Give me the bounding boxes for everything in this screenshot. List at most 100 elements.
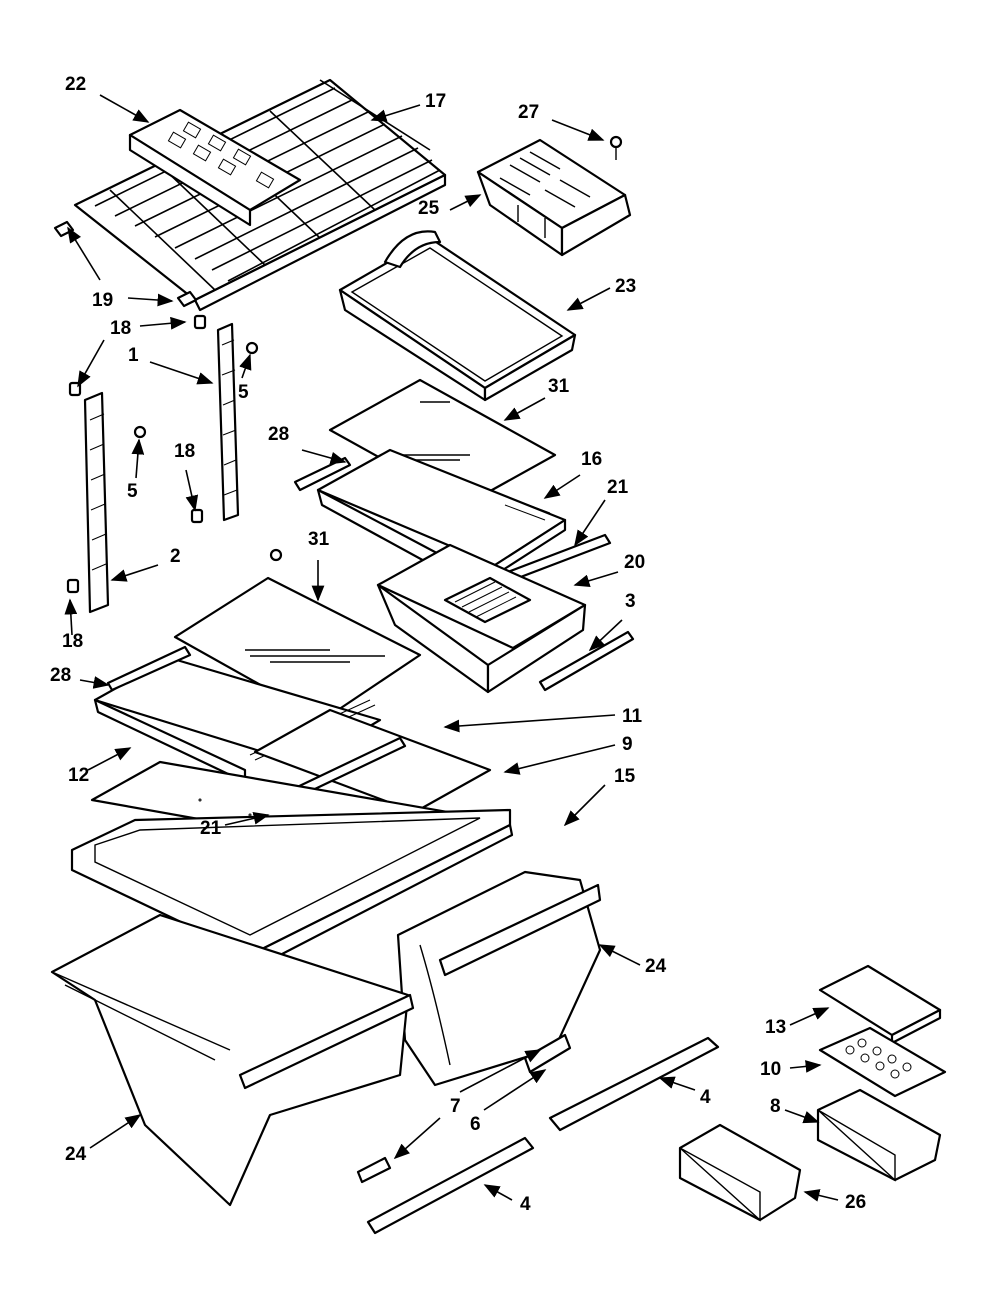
- callout-7: 7: [450, 1096, 461, 1117]
- arrow-icon: [803, 1189, 839, 1202]
- callout-19: 19: [92, 290, 113, 311]
- callout-31: 31: [308, 529, 330, 550]
- trim-strip-28-lower: [106, 645, 192, 692]
- arrow-icon: [789, 1060, 822, 1073]
- callout-11: 11: [622, 706, 643, 727]
- arrow-icon: [139, 316, 187, 330]
- callout-2: 2: [170, 546, 181, 567]
- arrow-icon: [598, 944, 641, 966]
- callout-20: 20: [624, 552, 645, 573]
- bin-26: [678, 1123, 802, 1222]
- callout-24: 24: [65, 1144, 87, 1165]
- shelf-ladder-2: [83, 391, 110, 614]
- drawer-rail-4-upper: [548, 1036, 720, 1132]
- drawer-rail-4-lower: [366, 1136, 535, 1235]
- arrow-icon: [483, 1069, 547, 1111]
- callout-18: 18: [62, 631, 83, 652]
- drawer-20: [376, 543, 587, 694]
- callout-28: 28: [50, 665, 71, 686]
- callout-5: 5: [238, 382, 249, 403]
- trim-strip-28-upper: [293, 456, 352, 492]
- arrow-icon: [89, 1114, 142, 1149]
- callout-27: 27: [518, 102, 539, 123]
- drawer-23: [338, 230, 577, 402]
- callout-18: 18: [174, 441, 195, 462]
- callout-22: 22: [65, 74, 86, 95]
- callout-8: 8: [770, 1096, 781, 1117]
- arrow-icon: [185, 469, 199, 512]
- crisper-drawer-24-left: [50, 913, 415, 1207]
- callout-labels: 2217272523191815531281621182023131828111…: [50, 74, 866, 1215]
- callout-15: 15: [614, 766, 636, 787]
- callout-1: 1: [128, 345, 139, 366]
- callout-23: 23: [615, 276, 636, 297]
- shelf-frame-16: [316, 448, 567, 577]
- callout-16: 16: [581, 449, 602, 470]
- callout-17: 17: [425, 91, 446, 112]
- arrow-icon: [588, 619, 623, 652]
- callout-25: 25: [418, 198, 440, 219]
- lid-13: [818, 964, 942, 1045]
- callout-24: 24: [645, 956, 667, 977]
- cover-25: [476, 138, 632, 257]
- arrow-icon: [459, 1049, 542, 1093]
- arrow-icon: [239, 353, 252, 379]
- callout-13: 13: [765, 1017, 786, 1038]
- arrow-icon: [789, 1007, 830, 1026]
- callout-21: 21: [200, 818, 222, 839]
- support-stud-19: [53, 220, 198, 308]
- crisper-drawer-24-right: [396, 870, 602, 1087]
- callout-5: 5: [127, 481, 138, 502]
- arrow-icon: [131, 438, 145, 479]
- arrow-icon: [449, 194, 482, 211]
- arrow-icon: [658, 1076, 696, 1091]
- arrow-icon: [99, 94, 150, 123]
- callout-28: 28: [268, 424, 289, 445]
- arrow-icon: [224, 812, 270, 826]
- arrow-icon: [301, 449, 347, 465]
- arrow-icon: [64, 598, 78, 636]
- callout-12: 12: [68, 765, 89, 786]
- arrow-icon: [563, 784, 606, 827]
- callout-21: 21: [607, 477, 629, 498]
- arrow-icon: [110, 564, 159, 582]
- leader-arrows: [64, 94, 839, 1202]
- arrow-icon: [503, 397, 546, 421]
- arrow-icon: [67, 226, 101, 281]
- shelf-ladder-1: [216, 322, 240, 522]
- screw-5: [133, 341, 283, 562]
- arrow-icon: [443, 714, 616, 733]
- tray-22: [128, 108, 302, 227]
- callout-6: 6: [470, 1114, 481, 1135]
- arrow-icon: [573, 571, 619, 587]
- arrow-icon: [574, 499, 606, 547]
- arrow-icon: [784, 1109, 820, 1124]
- callout-3: 3: [625, 591, 636, 612]
- arrow-icon: [87, 747, 132, 771]
- arrow-icon: [483, 1184, 513, 1201]
- screw-27: [609, 135, 623, 160]
- callout-10: 10: [760, 1059, 781, 1080]
- ladder-clip-18: [66, 314, 207, 594]
- arrow-icon: [551, 119, 605, 141]
- arrow-icon: [503, 744, 616, 775]
- arrow-icon: [393, 1117, 441, 1160]
- bin-8: [816, 1088, 942, 1182]
- callout-4: 4: [520, 1194, 531, 1215]
- slide-7: [356, 1156, 392, 1184]
- callout-9: 9: [622, 734, 633, 755]
- callout-26: 26: [845, 1192, 866, 1213]
- arrow-icon: [543, 474, 581, 499]
- arrow-icon: [77, 339, 105, 388]
- callout-4: 4: [700, 1087, 711, 1108]
- slide-6: [523, 1033, 572, 1074]
- arrow-icon: [566, 287, 611, 311]
- arrow-icon: [370, 104, 421, 122]
- arrow-icon: [79, 676, 110, 689]
- callout-31: 31: [548, 376, 570, 397]
- arrow-icon: [149, 361, 214, 385]
- egg-tray-10: [818, 1026, 947, 1098]
- callout-18: 18: [110, 318, 131, 339]
- arrow-icon: [127, 293, 174, 307]
